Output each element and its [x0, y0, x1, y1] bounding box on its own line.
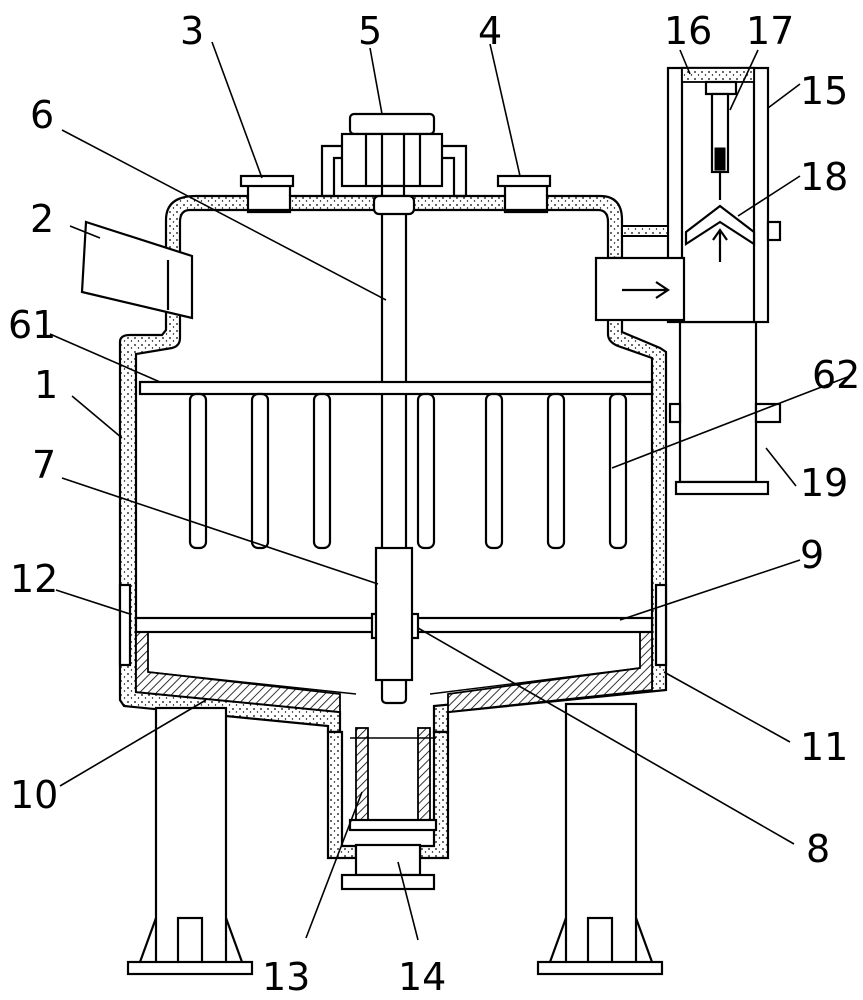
label-13: 13 [262, 955, 310, 999]
label-18: 18 [800, 155, 848, 199]
stirring-rod [188, 392, 208, 550]
label-16: 16 [664, 9, 712, 53]
stirring-rod [608, 392, 628, 550]
stirring-rod [484, 392, 504, 550]
label-14: 14 [398, 955, 446, 999]
label-5: 5 [358, 9, 382, 53]
stirring-rod [312, 392, 332, 550]
label-19: 19 [800, 461, 848, 505]
bottom-outlet [340, 727, 438, 891]
label-17: 17 [746, 9, 794, 53]
label-7: 7 [32, 443, 56, 487]
stirring-rod [546, 392, 566, 550]
label-4: 4 [478, 9, 502, 53]
label-61: 61 [8, 303, 56, 347]
label-10: 10 [10, 773, 58, 817]
label-3: 3 [180, 9, 204, 53]
label-1: 1 [34, 363, 58, 407]
label-12: 12 [10, 557, 58, 601]
label-15: 15 [800, 69, 848, 113]
label-8: 8 [806, 827, 830, 871]
inlet-port-4 [496, 174, 552, 188]
label-9: 9 [800, 533, 824, 577]
stirring-rod [416, 392, 436, 550]
label-2: 2 [30, 197, 54, 241]
label-62: 62 [812, 353, 860, 397]
agitator [138, 196, 654, 705]
stirring-rods [188, 392, 628, 550]
stirring-rod [250, 392, 270, 550]
label-11: 11 [800, 725, 848, 769]
inlet-port-3 [239, 174, 295, 188]
motor [320, 112, 468, 216]
label-6: 6 [30, 93, 54, 137]
right-support-leg [536, 702, 664, 976]
left-support-leg [126, 706, 254, 976]
part-labels: 3 5 4 16 17 15 6 18 2 61 62 1 7 19 9 12 … [8, 9, 860, 999]
leader-lines [49, 41, 851, 941]
dust-collector [594, 66, 782, 496]
feed-hopper [80, 220, 194, 320]
